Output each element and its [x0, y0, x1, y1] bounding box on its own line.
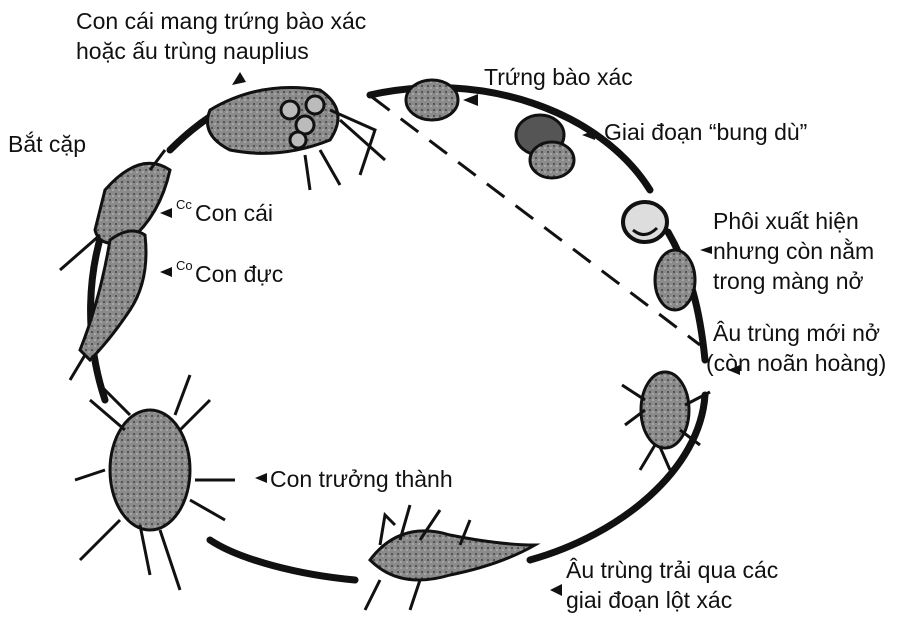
- adult-label: Con trưởng thành: [270, 465, 453, 493]
- embryo-label-line1: Phôi xuất hiện: [713, 207, 859, 235]
- male-label: Con đực: [195, 260, 283, 288]
- cyst-label: Trứng bào xác: [484, 63, 633, 91]
- embryo-label-line2: nhưng còn nằm: [713, 237, 874, 265]
- pointer-male: [160, 267, 172, 277]
- umbrella-stage-label: Giai đoạn “bung dù”: [604, 118, 807, 146]
- mating-pair-icon: [60, 150, 170, 380]
- hatched-larva-label-line1: Âu trùng mới nở: [713, 319, 880, 347]
- pointer-cyst: [463, 94, 478, 106]
- female-tag: Cc: [176, 197, 192, 212]
- pointer-adult: [255, 473, 267, 483]
- adult-shrimp-icon: [75, 375, 235, 590]
- umbrella-stage-egg-icon: [516, 115, 574, 178]
- male-tag: Co: [176, 258, 193, 273]
- mating-label: Bắt cặp: [8, 130, 86, 158]
- female-with-eggs-label-line2: hoặc ấu trùng nauplius: [76, 37, 309, 65]
- pointer-embryo: [700, 246, 712, 254]
- pointer-female-eggs: [232, 72, 246, 85]
- female-with-eggs-icon: [208, 88, 386, 191]
- molting-label-line1: Âu trùng trải qua các: [566, 556, 778, 584]
- cyst-egg-icon: [406, 80, 458, 120]
- hatched-larva-label-line2: (còn noãn hoàng): [706, 349, 886, 377]
- embryo-label-line3: trong màng nở: [713, 267, 864, 295]
- female-label: Con cái: [195, 199, 273, 227]
- pointer-female: [160, 208, 172, 218]
- molting-larva-icon: [365, 505, 535, 610]
- pointer-molting: [550, 584, 562, 596]
- molting-label-line2: giai đoạn lột xác: [566, 586, 732, 614]
- female-with-eggs-label-line1: Con cái mang trứng bào xác: [76, 7, 366, 35]
